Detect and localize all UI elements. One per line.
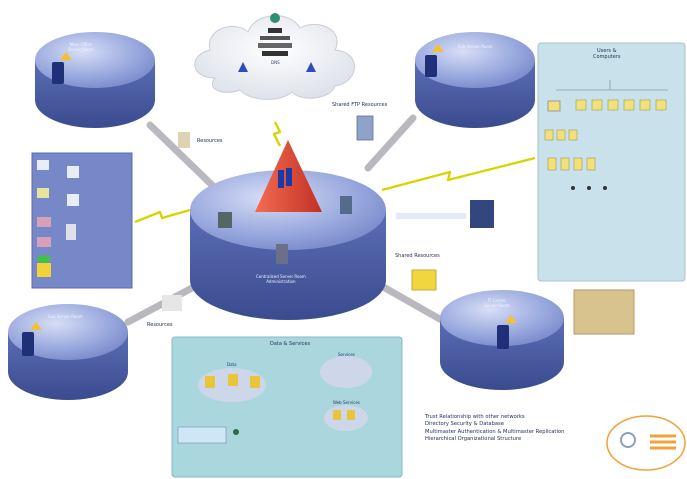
domain-icon-left [238, 62, 248, 72]
sub-server-top-label: Sub Server Room [458, 44, 493, 49]
lightning-top [272, 121, 282, 147]
disk-it-center [440, 290, 564, 390]
ftp-server-icon [356, 115, 374, 141]
cloud [194, 13, 355, 100]
resources-top-label: Resources [197, 138, 223, 144]
connector-left-top [146, 121, 216, 189]
legend-block: Trust Relationship with other networks D… [425, 414, 564, 444]
shared-resources-label: Shared Resources [395, 253, 440, 259]
link-bar [396, 213, 466, 219]
legend-item: Directory Security & Database [425, 421, 504, 428]
data-services-title: Data & Services [270, 341, 311, 347]
services-subtitle: Services [338, 352, 355, 357]
web-services-subtitle: Web Services [333, 400, 360, 405]
legend-item: Trust Relationship with other networks [425, 414, 525, 420]
data-subtitle: Data [227, 362, 237, 367]
lightning-right [381, 156, 536, 192]
server-icon [52, 62, 64, 84]
disk-sub-server-bottom [8, 304, 128, 400]
workstation-icon [470, 200, 494, 228]
lightning-links [134, 121, 536, 224]
disk-main-office [35, 32, 155, 128]
data-services-panel [171, 336, 403, 478]
server-icon [425, 55, 437, 77]
legend-item: Hierarchical Organizational Structure [425, 436, 522, 443]
connector-bottom-right [374, 280, 449, 326]
users-computers-title: Users & Computers [593, 48, 621, 60]
note-card [573, 289, 635, 335]
sub-server-bottom-label: Sub Server Room [48, 314, 83, 319]
disk-centralized [190, 140, 386, 320]
it-center-label: IT Center Server Room [484, 298, 510, 308]
db-server-icon [276, 244, 288, 264]
users-computers-panel [537, 42, 686, 282]
main-office-label: Main Office Server Room [68, 42, 94, 52]
resources-bottom-label: Resources [147, 322, 173, 328]
server-icon [497, 325, 509, 349]
disk-sub-server-top [415, 32, 535, 128]
rack-icon [177, 426, 227, 444]
services-cloud [320, 356, 372, 388]
shared-folder-icon [411, 269, 437, 291]
printer-icon [218, 212, 232, 228]
globe-icon [270, 13, 280, 23]
logo-seal [606, 415, 686, 471]
server-stack-icon [268, 28, 282, 33]
server-icon [22, 332, 34, 356]
lightning-left [134, 208, 191, 224]
shared-ftp-label: Shared FTP Resources [332, 102, 388, 108]
resource-icon-bottom [162, 295, 182, 311]
web-services-cloud [324, 405, 368, 431]
centralized-label: Centralized Server Room Administration [256, 274, 306, 284]
left-resources-panel [31, 152, 133, 289]
connector-right-top [364, 114, 417, 172]
web-server-icon [340, 196, 352, 214]
domain-icon-right [306, 62, 316, 72]
dns-caption: DNS [271, 60, 280, 65]
legend-item: Multimaster Authentication & Multimaster… [425, 428, 565, 435]
resource-icon-top [178, 132, 190, 148]
